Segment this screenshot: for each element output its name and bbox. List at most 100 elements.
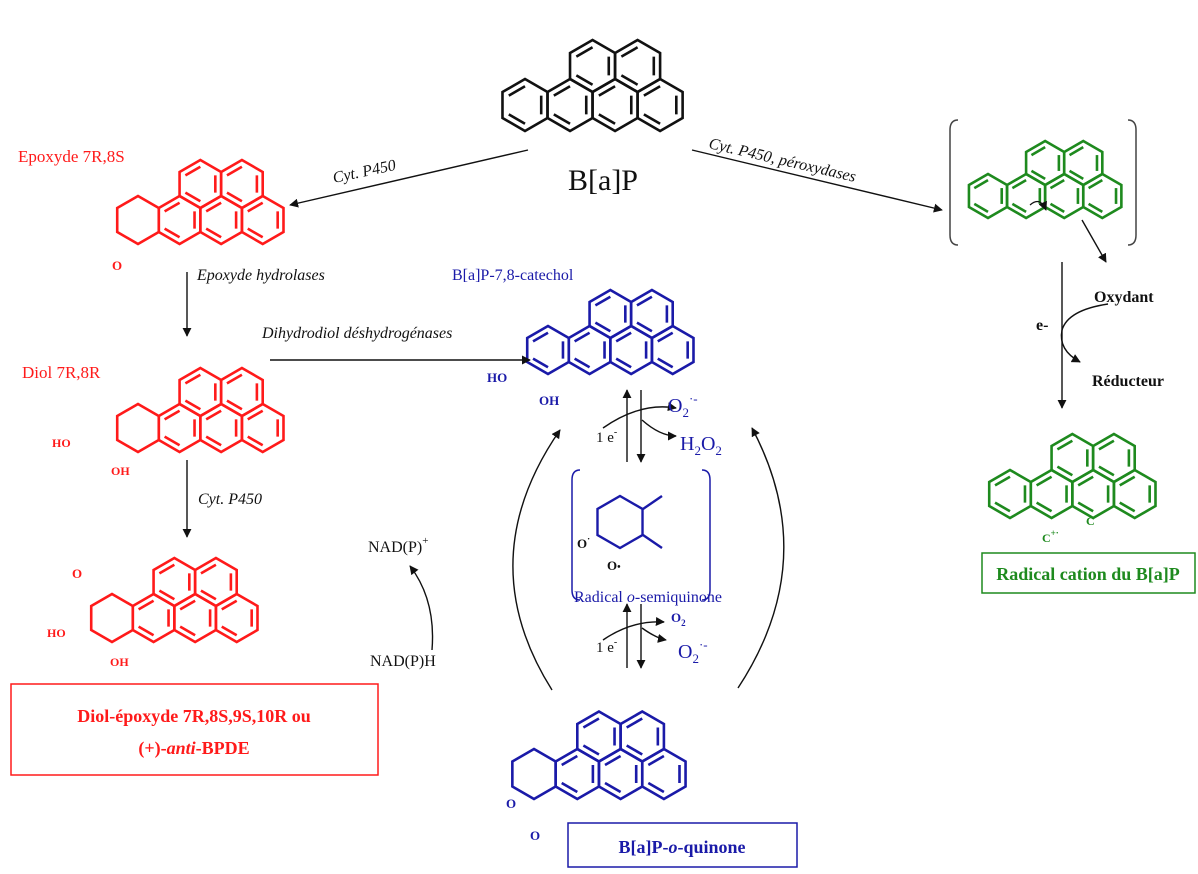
bpde-ring-1-double-bond-2 xyxy=(137,599,155,611)
bap-ring-2-double-bond-1 xyxy=(575,74,594,86)
green2-ring-1-double-bond-2 xyxy=(1035,475,1053,487)
epox-ring-4-double-bond-2 xyxy=(226,165,243,177)
semiquinone-o1-label: O· xyxy=(577,534,590,551)
nadp-plus-label: NAD(P)+ xyxy=(368,535,428,556)
semiquinone-methyl-0 xyxy=(642,495,663,510)
bap-ring-4-double-bond-1 xyxy=(620,74,639,86)
bracket-left-semiquinone xyxy=(571,469,581,601)
green1-ring-4-double-bond-1 xyxy=(1068,169,1084,180)
arrow-nadph-to-nadp xyxy=(409,565,434,651)
reducteur-label: Réducteur xyxy=(1092,373,1164,390)
bpde-ring-5 xyxy=(214,592,259,644)
green1-ring-2-double-bond-1 xyxy=(1030,169,1046,180)
bap-radical-intermediate-structure xyxy=(967,139,1123,220)
green1-ring-1-double-bond-2 xyxy=(1011,179,1027,190)
bap-ring-0-double-bond-1 xyxy=(508,113,526,125)
bap-ring-3-double-bond-1 xyxy=(598,113,616,125)
epox-ring-3-double-bond-1 xyxy=(205,227,222,239)
bpde-box xyxy=(10,683,379,776)
bap-structure xyxy=(501,38,684,133)
diol-ring-5-double-bond-2 xyxy=(247,409,264,421)
epox-ring-5 xyxy=(240,194,285,246)
bap-ring-5-double-bond-1 xyxy=(643,113,661,125)
radical-c2-label: C xyxy=(1086,514,1095,528)
e-minus-label: e- xyxy=(1036,317,1048,334)
diol-ring-5 xyxy=(240,402,285,454)
cat-ring-2-double-bond-2 xyxy=(594,295,612,307)
diol-ring-1-double-bond-2 xyxy=(163,409,181,421)
quin-ring-1-double-bond-2 xyxy=(561,754,578,767)
cat-ring-3-double-bond-1 xyxy=(615,357,632,369)
cat-ring-2-double-bond-1 xyxy=(594,321,612,333)
green1-ring-4-double-bond-2 xyxy=(1068,146,1084,157)
quin-ring-5-double-bond-1 xyxy=(647,781,665,794)
diol-ring-4-double-bond-1 xyxy=(226,399,243,411)
green2-ring-3-double-bond-2 xyxy=(1077,475,1094,487)
quinone-structure xyxy=(511,709,687,801)
quin-ring-3-double-bond-2 xyxy=(604,754,622,767)
green1-ring-5 xyxy=(1081,172,1123,220)
cat-ring-3-double-bond-2 xyxy=(615,331,632,343)
green2-ring-0-double-bond-2 xyxy=(994,475,1011,487)
radical-cation-box-label: Radical cation du B[a]P xyxy=(996,564,1180,584)
bpde-box-line2: (+)-anti-BPDE xyxy=(138,738,249,759)
cat-ring-4-double-bond-1 xyxy=(636,321,653,333)
diol-ring-0 xyxy=(115,402,161,454)
diol-ring-5-double-bond-1 xyxy=(247,435,264,447)
green1-ring-0-double-bond-1 xyxy=(973,202,989,213)
bpde-ring-5-double-bond-1 xyxy=(221,625,238,637)
quin-ring-5-double-bond-2 xyxy=(647,754,665,767)
epoxide-structure xyxy=(115,158,285,246)
bpde-structure xyxy=(89,556,259,644)
bap-ring-0-double-bond-2 xyxy=(508,85,526,97)
diol-ring-2-double-bond-2 xyxy=(184,373,202,385)
bpde-ring-0 xyxy=(89,592,135,644)
superoxide-top-label: O2·- xyxy=(668,391,698,420)
epox-ring-2-double-bond-1 xyxy=(184,191,202,203)
bpde-ho-label: HO xyxy=(47,626,66,640)
diol-ring-3-double-bond-1 xyxy=(205,435,222,447)
arrows xyxy=(182,149,1109,691)
nadph-label: NAD(P)H xyxy=(370,653,436,670)
quin-ring-3-double-bond-1 xyxy=(604,781,622,794)
catechol-ho-label: HO xyxy=(487,370,507,385)
green2-ring-1-double-bond-1 xyxy=(1035,501,1053,513)
bap-ring-3-double-bond-2 xyxy=(598,85,616,97)
cyt-p450-lower-label: Cyt. P450 xyxy=(198,491,262,508)
diol-ho-label: HO xyxy=(52,436,71,450)
bracket-left-green xyxy=(949,119,959,246)
quin-ring-2-double-bond-2 xyxy=(582,717,600,729)
green2-ring-4-double-bond-2 xyxy=(1098,439,1115,451)
superoxide-bottom-label: O2·- xyxy=(678,637,708,666)
arrow-h2o2-curve xyxy=(641,419,677,441)
green1-ring-3-double-bond-1 xyxy=(1049,202,1065,213)
bpde-ring-4-double-bond-2 xyxy=(200,563,217,575)
bap-ring-2-double-bond-2 xyxy=(575,46,594,58)
green1-ring-0-double-bond-2 xyxy=(973,179,989,190)
bpde-ring-2-double-bond-1 xyxy=(158,589,176,601)
catechol-label: B[a]P-7,8-catechol xyxy=(452,267,574,284)
quin-ring-1-double-bond-1 xyxy=(561,781,578,794)
green2-ring-3-double-bond-1 xyxy=(1077,501,1094,513)
bpde-oh-label: OH xyxy=(110,655,129,669)
bap-ring-1-double-bond-2 xyxy=(553,85,571,97)
green2-ring-5 xyxy=(1112,468,1157,520)
bap-ring-4-double-bond-2 xyxy=(620,46,639,58)
arrow-electron-shift xyxy=(1029,200,1047,211)
dhd-label: Dihydrodiol déshydrogénases xyxy=(261,325,452,342)
green2-ring-0-double-bond-1 xyxy=(994,501,1011,513)
quinone-box-label: B[a]P-o-quinone xyxy=(618,837,745,857)
diol-structure xyxy=(115,366,285,454)
bpde-ring-4-double-bond-1 xyxy=(200,589,217,601)
arrow-quinone-to-superoxide-loop xyxy=(737,427,785,689)
catechol-structure xyxy=(525,288,695,376)
cat-ring-0-double-bond-1 xyxy=(532,357,549,369)
quinone-o1-label: O xyxy=(506,796,516,811)
cat-ring-0-double-bond-2 xyxy=(532,331,549,343)
green1-ring-3-double-bond-2 xyxy=(1049,179,1065,190)
epoxide-hydrolases-label: Epoxyde hydrolases xyxy=(196,267,325,284)
green1-ring-5-double-bond-2 xyxy=(1087,179,1103,190)
arrow-oxydant-to-reducteur xyxy=(1060,303,1109,363)
